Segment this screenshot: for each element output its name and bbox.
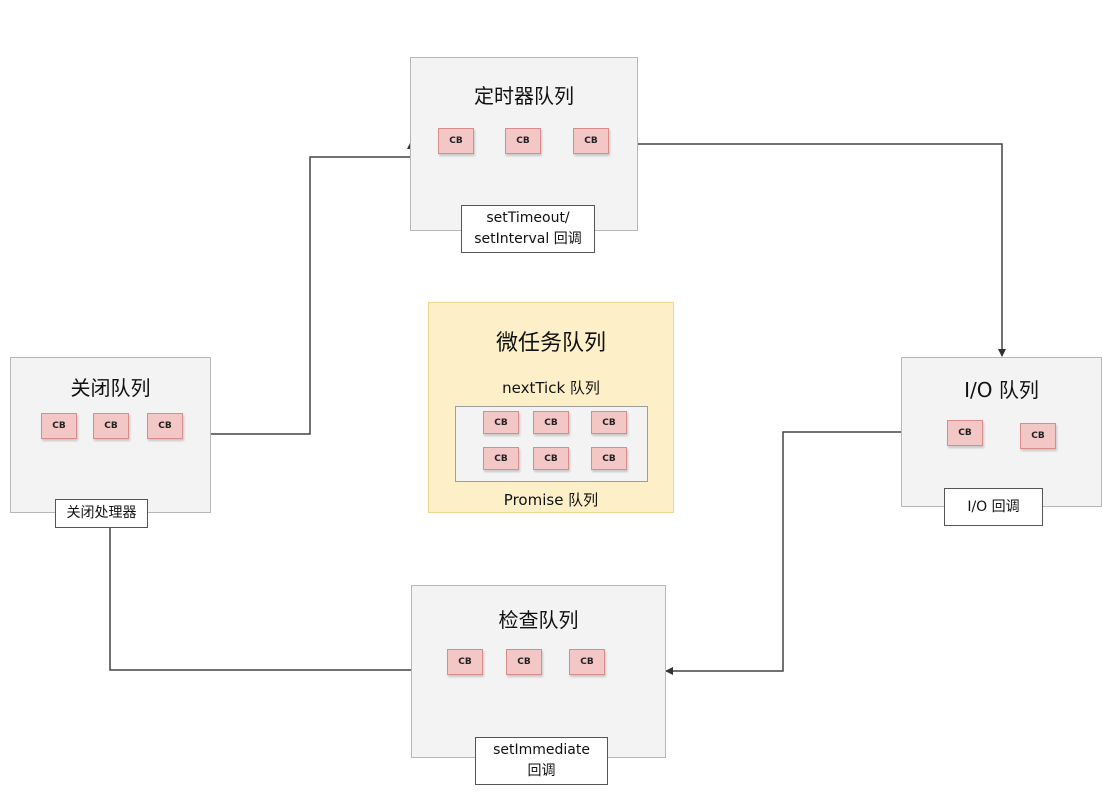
timer-queue-label: setTimeout/ setInterval 回调 xyxy=(461,205,595,253)
next-tick-callback: CB xyxy=(533,411,569,434)
next-tick-queue-label: nextTick 队列 xyxy=(502,379,600,397)
connector-timer-to-io xyxy=(638,143,1006,357)
io-callback: CB xyxy=(947,420,983,446)
check-label-line2: 回调 xyxy=(527,763,556,779)
close-queue-label: 关闭处理器 xyxy=(55,499,148,528)
close-callback: CB xyxy=(93,413,129,439)
connector-close-to-timer xyxy=(211,141,415,435)
close-queue: 关闭队列 CB CB CB xyxy=(10,357,211,513)
promise-callback: CB xyxy=(591,447,627,470)
check-queue-title: 检查队列 xyxy=(498,608,579,632)
timer-label-line2: setInterval 回调 xyxy=(474,231,582,247)
check-callback: CB xyxy=(569,649,605,675)
promise-callback: CB xyxy=(483,447,519,470)
timer-queue-title: 定时器队列 xyxy=(474,84,574,108)
close-callback: CB xyxy=(147,413,183,439)
microtask-callbacks-area: CB CB CB CB CB CB xyxy=(455,406,648,482)
io-callback: CB xyxy=(1020,423,1056,449)
timer-callback: CB xyxy=(505,128,541,154)
check-callback: CB xyxy=(447,649,483,675)
io-queue-title: I/O 队列 xyxy=(964,378,1039,402)
timer-queue: 定时器队列 CB CB CB xyxy=(410,57,638,231)
promise-queue-label: Promise 队列 xyxy=(503,491,599,509)
timer-callback: CB xyxy=(573,128,609,154)
check-callback: CB xyxy=(506,649,542,675)
microtask-queue-title: 微任务队列 xyxy=(495,331,606,356)
timer-callback: CB xyxy=(438,128,474,154)
next-tick-callback: CB xyxy=(483,411,519,434)
check-queue-label: setImmediate 回调 xyxy=(475,737,608,785)
timer-label-line1: setTimeout/ xyxy=(486,210,570,226)
close-queue-title: 关闭队列 xyxy=(70,376,151,400)
connector-check-to-close xyxy=(109,528,411,671)
close-callback: CB xyxy=(41,413,77,439)
check-label-line1: setImmediate xyxy=(493,742,590,758)
promise-callback: CB xyxy=(533,447,569,470)
microtask-queue: 微任务队列 nextTick 队列 CB CB CB CB CB CB Prom… xyxy=(428,302,674,513)
next-tick-callback: CB xyxy=(591,411,627,434)
connector-io-to-check xyxy=(665,431,901,675)
check-queue: 检查队列 CB CB CB xyxy=(411,585,666,758)
io-queue-label: I/O 回调 xyxy=(944,488,1043,526)
io-queue: I/O 队列 CB CB xyxy=(901,357,1102,507)
